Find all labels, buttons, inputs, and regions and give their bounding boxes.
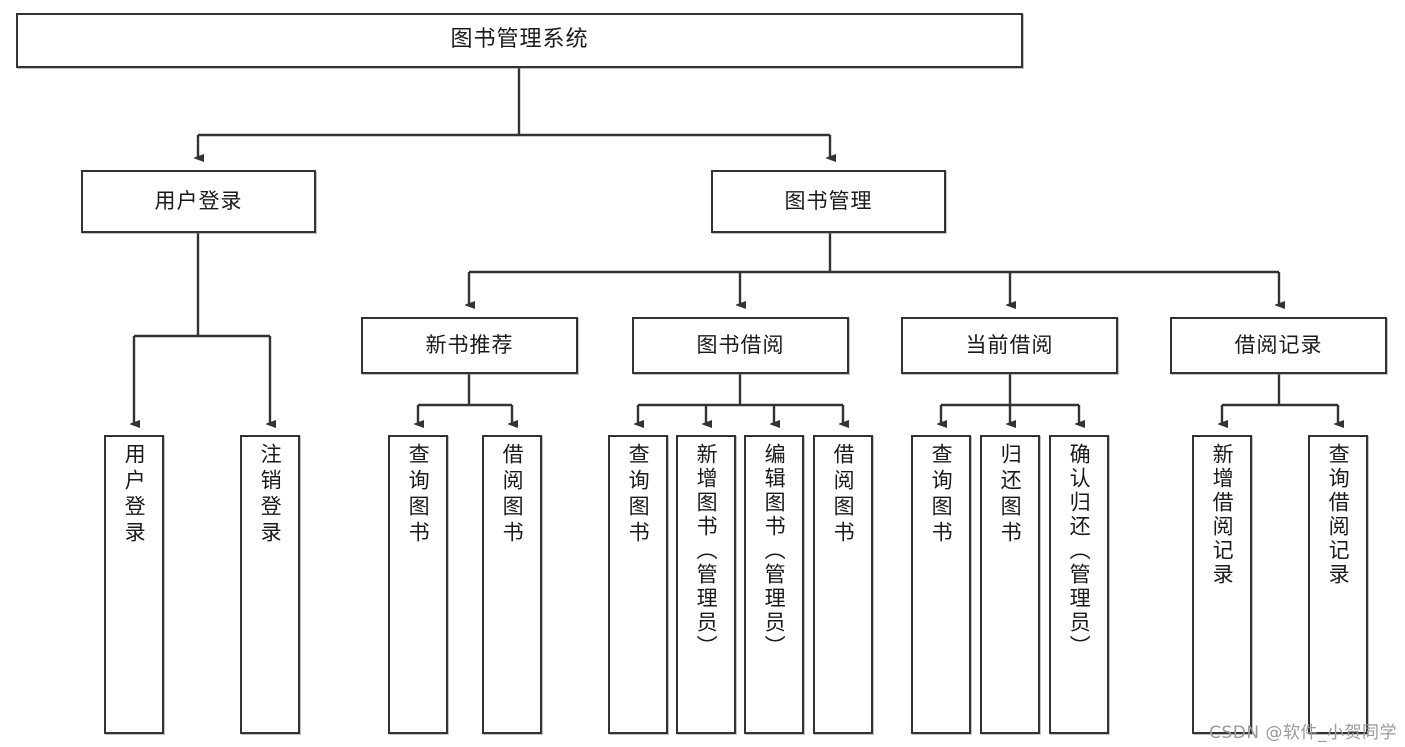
leaf-user-login[interactable]: 用户登录 bbox=[104, 435, 164, 734]
leaf-add-borrow-record[interactable]: 新增借阅记录 bbox=[1192, 435, 1252, 734]
leaf-return-book[interactable]: 归还图书 bbox=[980, 435, 1040, 734]
leaf-query-book-current[interactable]: 查询图书 bbox=[911, 435, 971, 734]
node-user-login[interactable]: 用户登录 bbox=[81, 170, 316, 233]
watermark-csdn: CSDN @软件_小贺同学 bbox=[1209, 723, 1397, 743]
leaf-add-book[interactable]: 新增图书（管理员） bbox=[676, 435, 736, 734]
node-book-management[interactable]: 图书管理 bbox=[711, 170, 946, 233]
node-root-system[interactable]: 图书管理系统 bbox=[16, 13, 1023, 68]
leaf-borrow-book[interactable]: 借阅图书 bbox=[813, 435, 873, 734]
leaf-edit-book[interactable]: 编辑图书（管理员） bbox=[744, 435, 804, 734]
node-book-borrow[interactable]: 图书借阅 bbox=[632, 317, 849, 374]
leaf-borrow-book-recommend[interactable]: 借阅图书 bbox=[482, 435, 542, 734]
leaf-query-book-recommend[interactable]: 查询图书 bbox=[388, 435, 448, 734]
node-borrow-record[interactable]: 借阅记录 bbox=[1170, 317, 1387, 374]
node-new-book-recommend[interactable]: 新书推荐 bbox=[361, 317, 578, 374]
leaf-query-book-borrow[interactable]: 查询图书 bbox=[608, 435, 668, 734]
leaf-logout[interactable]: 注销登录 bbox=[240, 435, 300, 734]
leaf-query-borrow-record[interactable]: 查询借阅记录 bbox=[1308, 435, 1368, 734]
node-current-borrow[interactable]: 当前借阅 bbox=[901, 317, 1118, 374]
leaf-confirm-return[interactable]: 确认归还（管理员） bbox=[1049, 435, 1109, 734]
